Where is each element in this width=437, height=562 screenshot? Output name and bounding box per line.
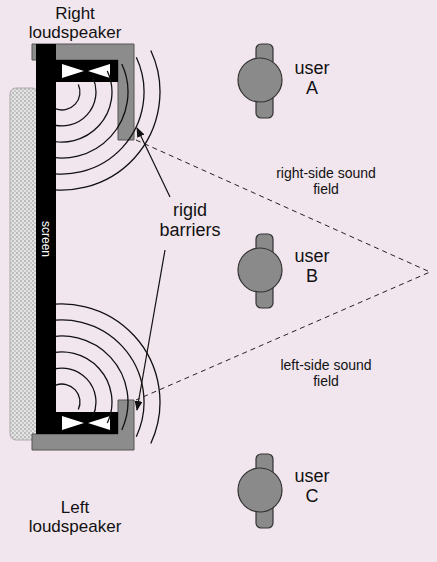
user-label: user B — [289, 246, 335, 286]
barrier-label: rigid barriers — [142, 200, 238, 240]
field-label: right-side sound field — [276, 166, 376, 197]
sound-wave — [55, 57, 144, 174]
sound-wave — [55, 71, 112, 142]
speaker-cone — [62, 416, 110, 430]
sound-wave — [55, 304, 160, 443]
sound-wave — [55, 368, 96, 416]
sound-wave — [56, 84, 80, 110]
sound-wave — [55, 64, 128, 158]
sound-wave — [55, 51, 160, 190]
screen-label: screen — [39, 221, 53, 257]
speaker-driver — [54, 60, 118, 82]
sound-wave — [55, 78, 96, 126]
sound-wave — [56, 384, 80, 410]
screen-back — [10, 88, 38, 440]
field-label: left-side sound field — [276, 358, 376, 389]
user-label: user C — [289, 466, 335, 506]
user-label: user A — [289, 58, 335, 98]
screen-panel: screen — [36, 44, 56, 434]
sound-wave — [55, 352, 112, 423]
speaker-driver — [54, 412, 118, 434]
speaker-label: Right loudspeaker — [13, 4, 137, 42]
sound-field-boundary — [136, 140, 430, 400]
leader-arrow — [137, 250, 165, 410]
leader-arrow — [137, 128, 170, 197]
sound-wave — [55, 336, 128, 430]
user-figure — [238, 44, 282, 528]
sound-waves — [55, 51, 160, 444]
sound-wave — [55, 320, 144, 437]
speaker-cone — [62, 64, 110, 78]
speaker-label: Left loudspeaker — [13, 498, 137, 536]
